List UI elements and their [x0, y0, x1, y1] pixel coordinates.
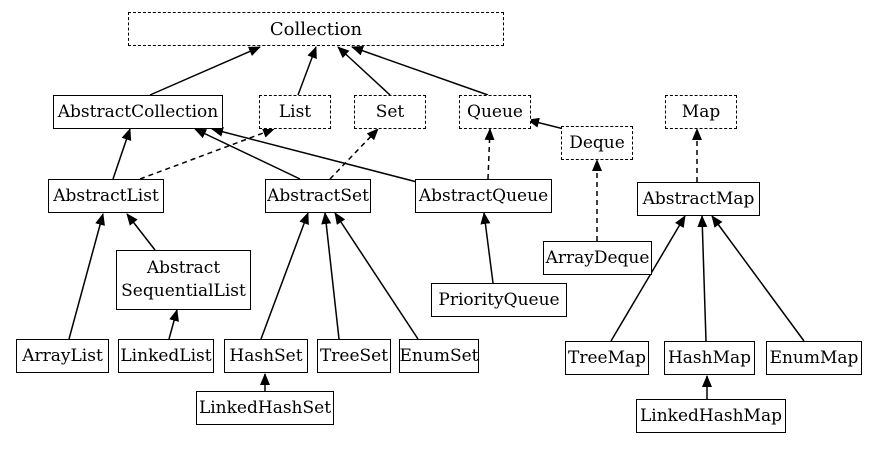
- node-linked-hash-set: LinkedHashSet: [196, 391, 334, 425]
- edge-priority-queue-to-abstract-queue: [480, 212, 494, 284]
- edge-abstract-sequential-list-to-abstract-list: [126, 213, 156, 251]
- node-collection: Collection: [128, 12, 504, 46]
- node-enum-set: EnumSet: [399, 339, 479, 373]
- node-deque-label: Deque: [569, 132, 625, 153]
- node-abstract-sequential-list-label-line2: SequentialList: [121, 281, 246, 301]
- node-tree-set-label: TreeSet: [319, 345, 389, 366]
- node-abstract-map-label: AbstractMap: [642, 188, 755, 209]
- node-abstract-collection: AbstractCollection: [53, 95, 223, 129]
- edge-abstract-set-to-abstract-collection: [194, 128, 301, 180]
- node-abstract-sequential-list-label-line1: Abstract: [146, 258, 221, 278]
- edge-linked-list-to-abstract-sequential-list: [168, 309, 179, 340]
- node-priority-queue: PriorityQueue: [431, 283, 567, 317]
- node-hash-set-label: HashSet: [229, 345, 303, 366]
- node-deque: Deque: [561, 126, 633, 160]
- edge-enum-map-to-abstract-map: [711, 215, 805, 342]
- edge-tree-set-to-abstract-set: [321, 212, 340, 340]
- node-hash-map-label: HashMap: [667, 347, 752, 368]
- node-queue: Queue: [459, 95, 531, 129]
- node-enum-map: EnumMap: [766, 341, 862, 375]
- edge-hash-set-to-abstract-set: [260, 212, 309, 340]
- node-tree-set: TreeSet: [317, 339, 391, 373]
- node-array-list-label: ArrayList: [22, 345, 103, 366]
- node-collection-label: Collection: [269, 18, 363, 40]
- edge-tree-map-to-abstract-map: [610, 215, 686, 342]
- edge-hash-map-to-abstract-map: [697, 215, 708, 342]
- node-abstract-set-label: AbstractSet: [267, 185, 369, 206]
- node-abstract-map: AbstractMap: [637, 182, 760, 216]
- edge-abstract-list-to-abstract-collection: [112, 128, 132, 180]
- node-set: Set: [354, 95, 426, 129]
- edge-abstract-queue-to-abstract-collection: [211, 126, 418, 183]
- edge-array-list-to-abstract-list: [68, 213, 105, 340]
- edge-list-to-collection: [297, 46, 317, 96]
- node-linked-hash-set-label: LinkedHashSet: [198, 397, 332, 418]
- node-tree-map-label: TreeMap: [567, 347, 646, 368]
- node-queue-label: Queue: [467, 101, 523, 122]
- node-abstract-set: AbstractSet: [265, 179, 371, 213]
- node-abstract-collection-label: AbstractCollection: [57, 101, 219, 122]
- edge-abstract-collection-to-collection: [149, 46, 261, 96]
- node-abstract-sequential-list: Abstract SequentialList: [116, 250, 251, 310]
- edge-abstract-set-to-set: [329, 128, 379, 180]
- node-linked-hash-map: LinkedHashMap: [636, 399, 786, 433]
- node-abstract-list: AbstractList: [48, 179, 164, 213]
- node-enum-set-label: EnumSet: [399, 345, 479, 366]
- edge-abstract-list-to-list: [139, 128, 275, 180]
- edge-abstract-queue-to-queue: [484, 128, 495, 180]
- edge-queue-to-collection: [351, 45, 489, 96]
- edge-set-to-collection: [337, 46, 391, 96]
- node-list: List: [259, 95, 331, 129]
- node-enum-map-label: EnumMap: [769, 347, 859, 368]
- node-abstract-list-label: AbstractList: [53, 185, 159, 206]
- node-hash-map: HashMap: [664, 341, 755, 375]
- node-abstract-queue-label: AbstractQueue: [418, 185, 549, 206]
- node-array-list: ArrayList: [16, 339, 109, 373]
- node-map-label: Map: [681, 101, 721, 122]
- node-linked-list: LinkedList: [118, 339, 214, 373]
- node-linked-list-label: LinkedList: [120, 345, 212, 366]
- node-array-deque: ArrayDeque: [543, 241, 652, 275]
- node-hash-set: HashSet: [224, 339, 308, 373]
- node-priority-queue-label: PriorityQueue: [438, 289, 560, 310]
- node-list-label: List: [278, 101, 312, 122]
- node-array-deque-label: ArrayDeque: [545, 247, 650, 268]
- edge-enum-set-to-abstract-set: [334, 212, 419, 340]
- node-linked-hash-map-label: LinkedHashMap: [640, 405, 782, 426]
- edge-group: [68, 45, 805, 399]
- node-set-label: Set: [375, 101, 405, 122]
- node-tree-map: TreeMap: [565, 341, 649, 375]
- node-abstract-queue: AbstractQueue: [415, 179, 552, 213]
- node-map: Map: [665, 95, 737, 129]
